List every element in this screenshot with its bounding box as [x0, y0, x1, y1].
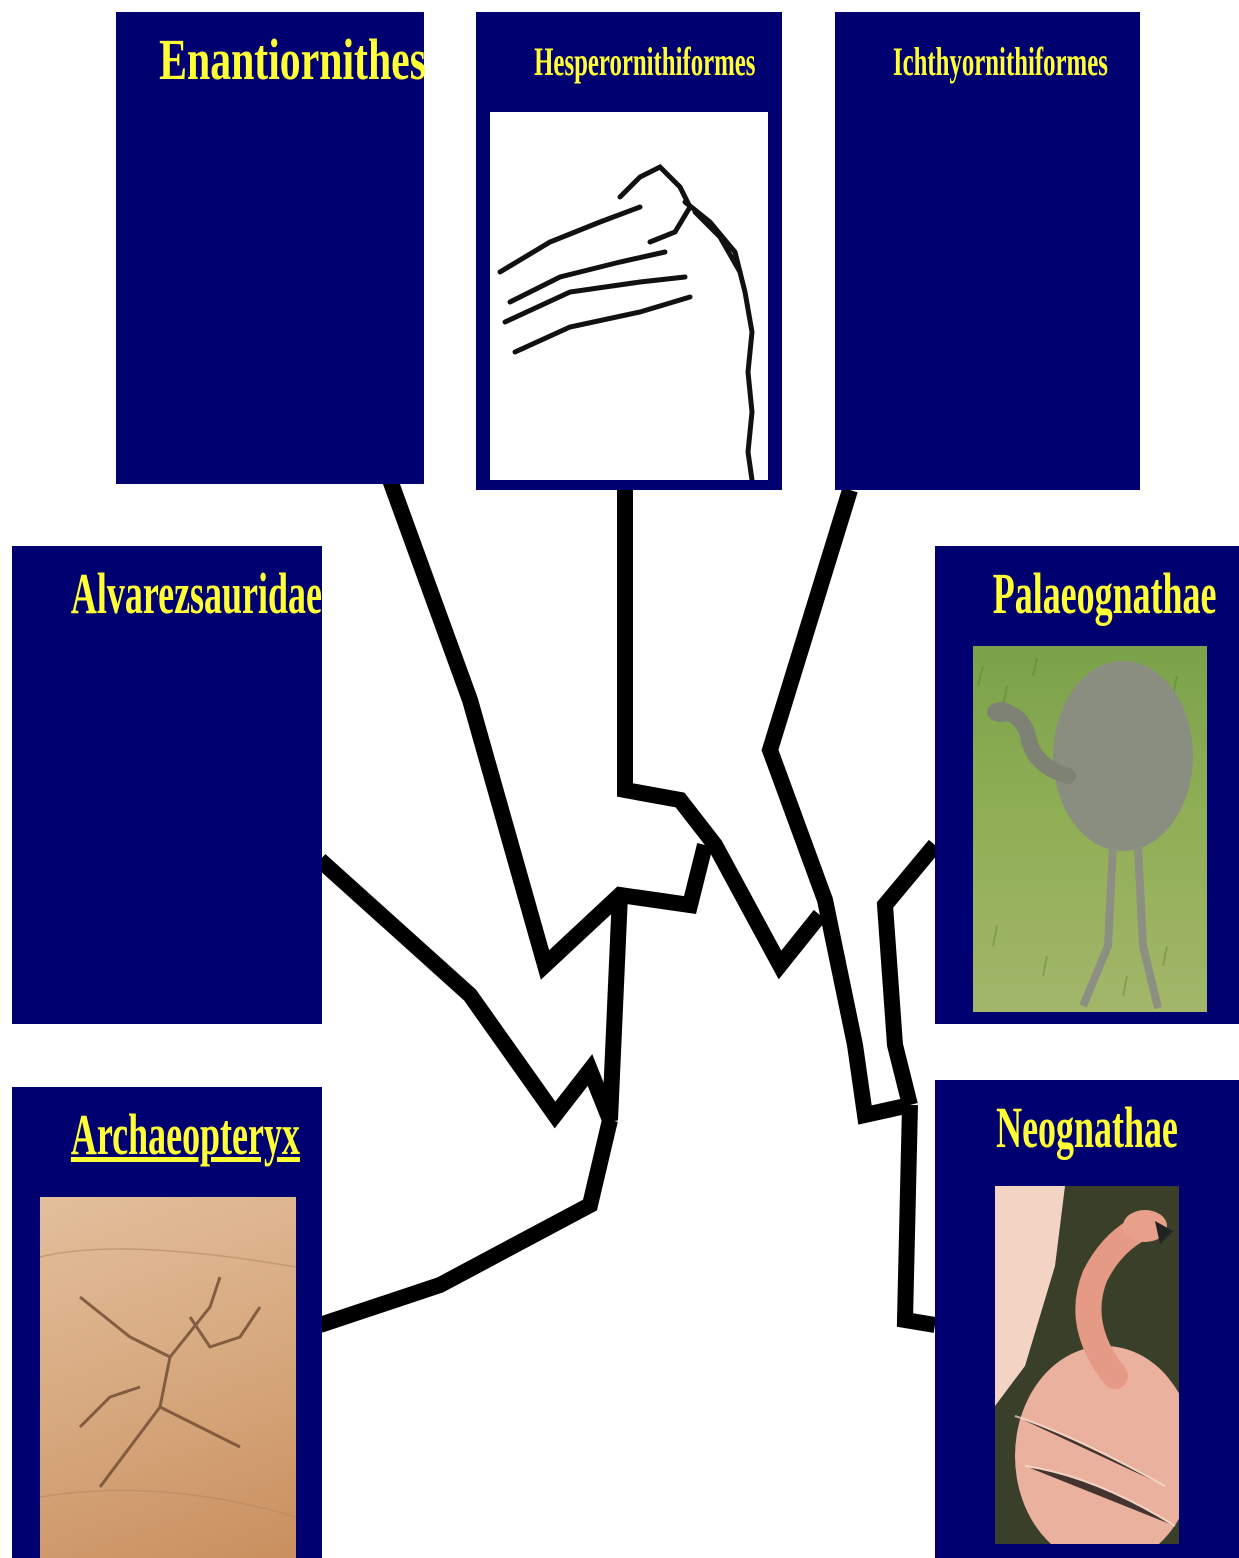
- panel-enantiornithes: Enantiornithes: [116, 12, 424, 484]
- label-palaeognathae: Palaeognathae: [993, 560, 1181, 627]
- archaeopteryx-image: [40, 1197, 296, 1558]
- label-enantiornithes: Enantiornithes: [159, 26, 381, 93]
- rhea-image: [973, 646, 1207, 1012]
- label-archaeopteryx[interactable]: Archaeopteryx: [71, 1101, 263, 1168]
- label-alvarezsauridae: Alvarezsauridae: [71, 560, 263, 627]
- branch-palaeognathae: [885, 845, 935, 1105]
- panel-neognathae: Neognathae: [935, 1080, 1239, 1558]
- branch-enantiornithes: [390, 480, 705, 965]
- label-neognathae: Neognathae: [993, 1094, 1181, 1161]
- branch-neognathae: [905, 1105, 935, 1325]
- hesperornis-image: [490, 112, 768, 480]
- label-ichthyornithiformes: Ichthyornithiformes: [893, 38, 1082, 85]
- panel-archaeopteryx: Archaeopteryx: [12, 1087, 322, 1558]
- panel-alvarezsauridae: Alvarezsauridae: [12, 546, 322, 1024]
- label-hesperornithiformes: Hesperornithiformes: [534, 38, 724, 85]
- branch-archaeopteryx: [320, 1120, 610, 1325]
- flamingo-image: [995, 1186, 1179, 1544]
- panel-palaeognathae: Palaeognathae: [935, 546, 1239, 1024]
- branch-alvarezsauridae: [320, 860, 620, 1120]
- panel-ichthyornithiformes: Ichthyornithiformes: [835, 12, 1140, 490]
- panel-hesperornithiformes: Hesperornithiformes: [476, 12, 782, 490]
